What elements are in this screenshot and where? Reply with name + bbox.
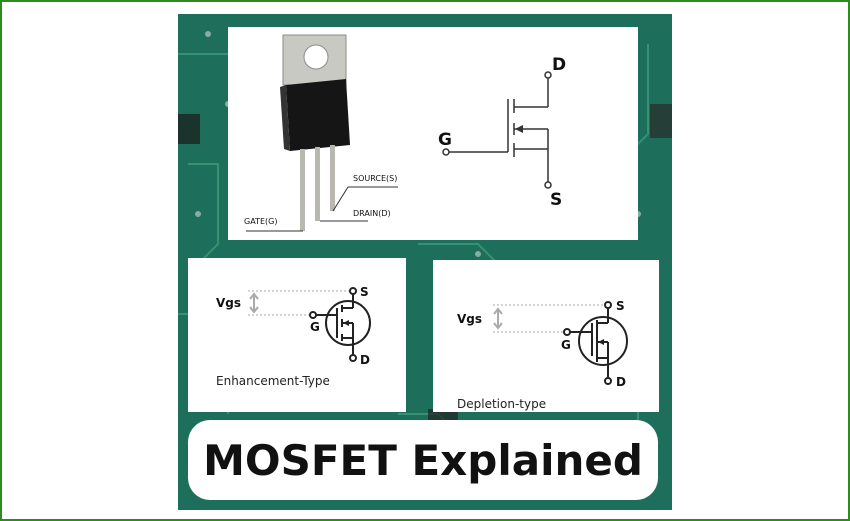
symbol-gate-label: G: [438, 130, 452, 150]
enh-vgs-label: Vgs: [216, 296, 242, 310]
depletion-caption: Depletion-type: [457, 397, 547, 411]
dep-s-label: S: [616, 299, 625, 313]
enhancement-type-panel: Vgs S G D Enhancement-Type: [188, 258, 406, 412]
title-banner: MOSFET Explained: [188, 420, 658, 500]
symbol-drain-label: D: [552, 55, 567, 75]
drain-pin-label: DRAIN(D): [353, 209, 391, 218]
symbol-source-label: S: [550, 190, 563, 210]
source-pin-label: SOURCE(S): [353, 174, 398, 183]
enh-g-label: G: [310, 320, 320, 334]
depletion-type-panel: Vgs S G D Depletion-type: [433, 260, 659, 412]
enh-s-label: S: [360, 285, 369, 299]
dep-d-label: D: [616, 375, 626, 389]
enh-d-label: D: [360, 353, 370, 367]
dep-vgs-label: Vgs: [457, 312, 483, 326]
page-title: MOSFET Explained: [203, 435, 643, 485]
mosfet-package-panel: GATE(G) SOURCE(S) DRAIN(D) D G S: [228, 27, 638, 240]
enhancement-caption: Enhancement-Type: [216, 374, 330, 388]
gate-pin-label: GATE(G): [244, 217, 278, 226]
dep-g-label: G: [561, 338, 571, 352]
